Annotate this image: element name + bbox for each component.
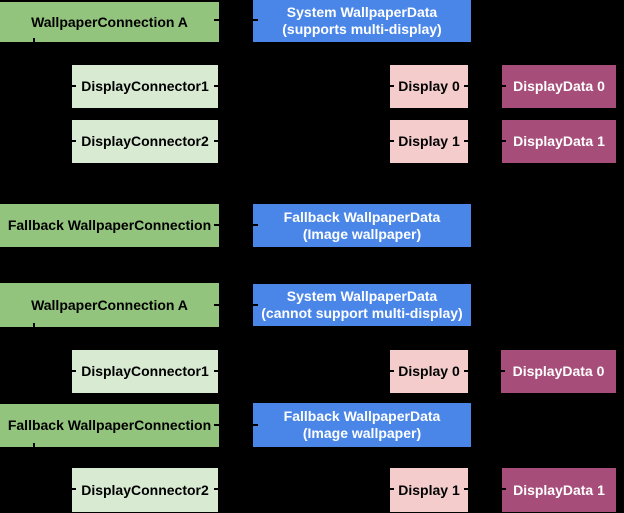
- node-label: WallpaperConnection A: [31, 296, 188, 313]
- node-label-line2: (cannot support multi-display): [261, 305, 463, 321]
- node-display-data-0: DisplayData 0: [502, 65, 616, 108]
- node-label: Fallback WallpaperConnection: [7, 417, 212, 433]
- node-label-line1: Fallback WallpaperData: [283, 208, 441, 225]
- node-label: DisplayData 1: [513, 133, 605, 149]
- connector-line: [214, 424, 258, 426]
- node-label-line2: (Image wallpaper): [302, 425, 422, 441]
- connector-line: [214, 140, 394, 142]
- node-display-connector-1: DisplayConnector1: [72, 350, 218, 393]
- node-label: DisplayData 0: [512, 363, 605, 379]
- connector-line: [214, 19, 258, 21]
- connector-line: [33, 140, 76, 142]
- node-display-data-0: DisplayData 0: [501, 350, 616, 393]
- node-label: WallpaperConnection A: [31, 13, 188, 30]
- node-label: Fallback WallpaperConnection: [7, 217, 212, 233]
- connector-line: [464, 370, 505, 372]
- node-label: Display 1: [398, 133, 460, 149]
- node-label: DisplayData 0: [513, 78, 605, 94]
- node-label: DisplayData 1: [513, 481, 605, 498]
- node-display-connector-2: DisplayConnector2: [72, 468, 218, 512]
- connector-line: [464, 85, 506, 87]
- node-display-0: Display 0: [390, 350, 468, 393]
- node-display-1: Display 1: [390, 120, 468, 163]
- connector-line: [33, 443, 35, 490]
- connector-line: [33, 370, 76, 372]
- connector-line: [214, 224, 258, 226]
- node-label: DisplayConnector2: [81, 133, 209, 149]
- node-label: DisplayConnector2: [81, 481, 209, 498]
- node-system-wallpaper-data-cannot-support-multi-display: System WallpaperData (cannot support mul…: [253, 284, 471, 326]
- node-label: DisplayConnector1: [81, 78, 209, 94]
- connector-line: [464, 140, 506, 142]
- node-label: DisplayConnector1: [81, 363, 209, 379]
- node-fallback-wallpaper-data: Fallback WallpaperData (Image wallpaper): [253, 403, 471, 447]
- node-fallback-wallpaper-connection: Fallback WallpaperConnection: [0, 404, 219, 447]
- connector-line: [214, 304, 258, 306]
- node-display-connector-1: DisplayConnector1: [72, 65, 218, 108]
- node-label: Display 0: [398, 78, 460, 94]
- connector-line: [464, 488, 506, 490]
- node-label-line1: System WallpaperData: [286, 288, 438, 304]
- node-wallpaper-connection-a: WallpaperConnection A: [0, 2, 219, 42]
- node-display-0: Display 0: [390, 65, 468, 108]
- node-wallpaper-connection-a: WallpaperConnection A: [0, 283, 219, 327]
- node-label-line1: System WallpaperData: [286, 4, 438, 20]
- node-display-data-1: DisplayData 1: [502, 468, 616, 512]
- node-display-data-1: DisplayData 1: [502, 120, 616, 163]
- node-label: Display 0: [398, 363, 460, 379]
- connector-line: [214, 370, 394, 372]
- node-label: Display 1: [398, 481, 460, 498]
- connector-line: [33, 488, 76, 490]
- node-fallback-wallpaper-data: Fallback WallpaperData (Image wallpaper): [253, 204, 471, 247]
- node-display-connector-2: DisplayConnector2: [72, 120, 218, 163]
- node-label-line1: Fallback WallpaperData: [283, 408, 441, 424]
- node-label-line2: (supports multi-display): [282, 21, 442, 37]
- connector-line: [33, 38, 35, 142]
- connector-line: [214, 85, 394, 87]
- connector-line: [33, 323, 35, 372]
- node-system-wallpaper-data-supports-multi-display: System WallpaperData (supports multi-dis…: [253, 0, 471, 42]
- node-display-1: Display 1: [390, 468, 468, 512]
- node-label-line2: (Image wallpaper): [302, 225, 422, 242]
- connector-line: [33, 85, 76, 87]
- connector-line: [214, 488, 394, 490]
- node-fallback-wallpaper-connection: Fallback WallpaperConnection: [0, 204, 219, 247]
